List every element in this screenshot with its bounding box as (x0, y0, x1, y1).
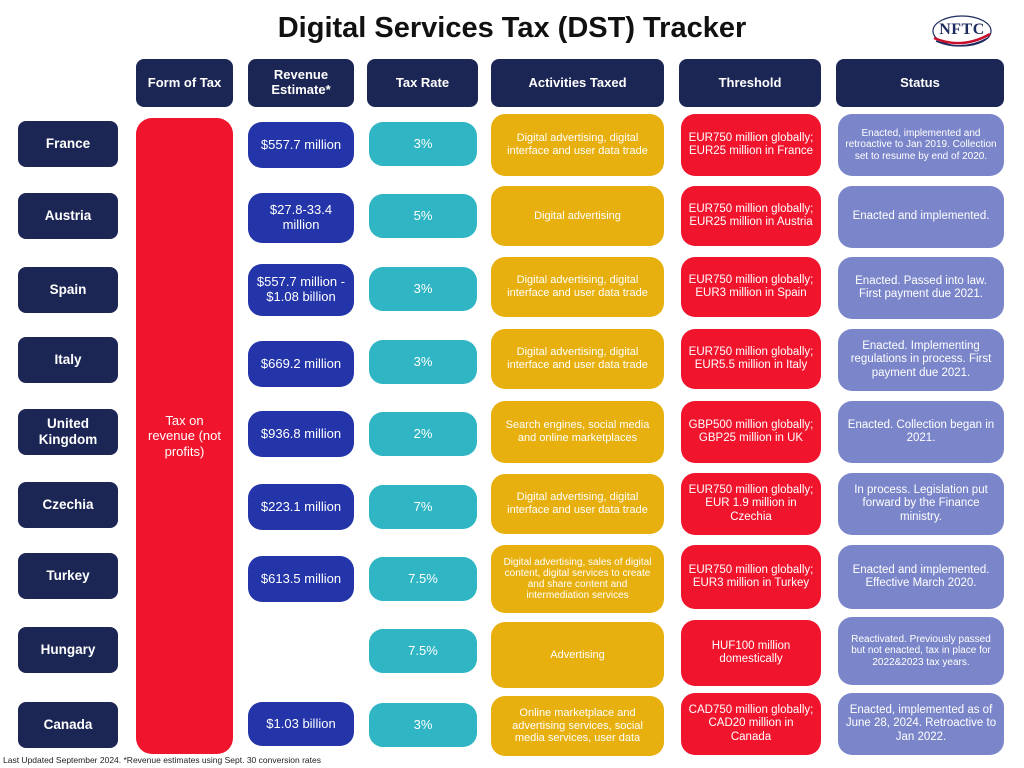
status-spain: Enacted. Passed into law. First payment … (838, 257, 1004, 319)
header-threshold: Threshold (679, 59, 821, 107)
country-france: France (18, 121, 118, 167)
threshold-spain: EUR750 million globally; EUR3 million in… (681, 257, 821, 317)
rate-hungary: 7.5% (369, 629, 477, 673)
threshold-czechia: EUR750 million globally; EUR 1.9 million… (681, 473, 821, 535)
country-united-kingdom: United Kingdom (18, 409, 118, 455)
rate-spain: 3% (369, 267, 477, 311)
revenue-turkey: $613.5 million (248, 556, 354, 602)
country-spain: Spain (18, 267, 118, 313)
revenue-czechia: $223.1 million (248, 484, 354, 530)
rate-turkey: 7.5% (369, 557, 477, 601)
rate-czechia: 7% (369, 485, 477, 529)
country-turkey: Turkey (18, 553, 118, 599)
nftc-logo: NFTC (930, 12, 994, 50)
logo-swoosh-icon (932, 15, 992, 47)
activities-austria: Digital advertising (491, 186, 664, 246)
threshold-france: EUR750 million globally; EUR25 million i… (681, 114, 821, 176)
form-of-tax-bar: Tax on revenue (not profits) (136, 118, 233, 754)
footnote: Last Updated September 2024. *Revenue es… (3, 755, 321, 765)
status-czechia: In process. Legislation put forward by t… (838, 473, 1004, 535)
status-austria: Enacted and implemented. (838, 186, 1004, 248)
rate-austria: 5% (369, 194, 477, 238)
threshold-turkey: EUR750 million globally; EUR3 million in… (681, 545, 821, 609)
status-italy: Enacted. Implementing regulations in pro… (838, 329, 1004, 391)
header-status: Status (836, 59, 1004, 107)
activities-hungary: Advertising (491, 622, 664, 688)
header-revenue-estimate: Revenue Estimate* (248, 59, 354, 107)
status-canada: Enacted, implemented as of June 28, 2024… (838, 693, 1004, 755)
country-italy: Italy (18, 337, 118, 383)
threshold-united-kingdom: GBP500 million globally; GBP25 million i… (681, 401, 821, 463)
status-france: Enacted, implemented and retroactive to … (838, 114, 1004, 176)
rate-italy: 3% (369, 340, 477, 384)
rate-united-kingdom: 2% (369, 412, 477, 456)
activities-spain: Digital advertising, digital interface a… (491, 257, 664, 317)
activities-france: Digital advertising, digital interface a… (491, 114, 664, 176)
header-form-of-tax: Form of Tax (136, 59, 233, 107)
page-title: Digital Services Tax (DST) Tracker (277, 12, 747, 44)
threshold-italy: EUR750 million globally; EUR5.5 million … (681, 329, 821, 389)
status-turkey: Enacted and implemented. Effective March… (838, 545, 1004, 609)
activities-canada: Online marketplace and advertising servi… (491, 696, 664, 756)
status-hungary: Reactivated. Previously passed but not e… (838, 617, 1004, 685)
revenue-france: $557.7 million (248, 122, 354, 168)
revenue-austria: $27.8-33.4 million (248, 193, 354, 243)
threshold-austria: EUR750 million globally; EUR25 million i… (681, 186, 821, 246)
activities-united-kingdom: Search engines, social media and online … (491, 401, 664, 463)
revenue-canada: $1.03 billion (248, 702, 354, 746)
header-tax-rate: Tax Rate (367, 59, 478, 107)
country-austria: Austria (18, 193, 118, 239)
revenue-united-kingdom: $936.8 million (248, 411, 354, 457)
threshold-canada: CAD750 million globally; CAD20 million i… (681, 693, 821, 755)
revenue-spain: $557.7 million - $1.08 billion (248, 264, 354, 316)
activities-turkey: Digital advertising, sales of digital co… (491, 545, 664, 613)
status-united-kingdom: Enacted. Collection began in 2021. (838, 401, 1004, 463)
header-activities-taxed: Activities Taxed (491, 59, 664, 107)
rate-france: 3% (369, 122, 477, 166)
logo-text: NFTC (939, 21, 985, 38)
activities-italy: Digital advertising, digital interface a… (491, 329, 664, 389)
country-hungary: Hungary (18, 627, 118, 673)
country-canada: Canada (18, 702, 118, 748)
activities-czechia: Digital advertising, digital interface a… (491, 474, 664, 534)
revenue-italy: $669.2 million (248, 341, 354, 387)
country-czechia: Czechia (18, 482, 118, 528)
rate-canada: 3% (369, 703, 477, 747)
threshold-hungary: HUF100 million domestically (681, 620, 821, 686)
